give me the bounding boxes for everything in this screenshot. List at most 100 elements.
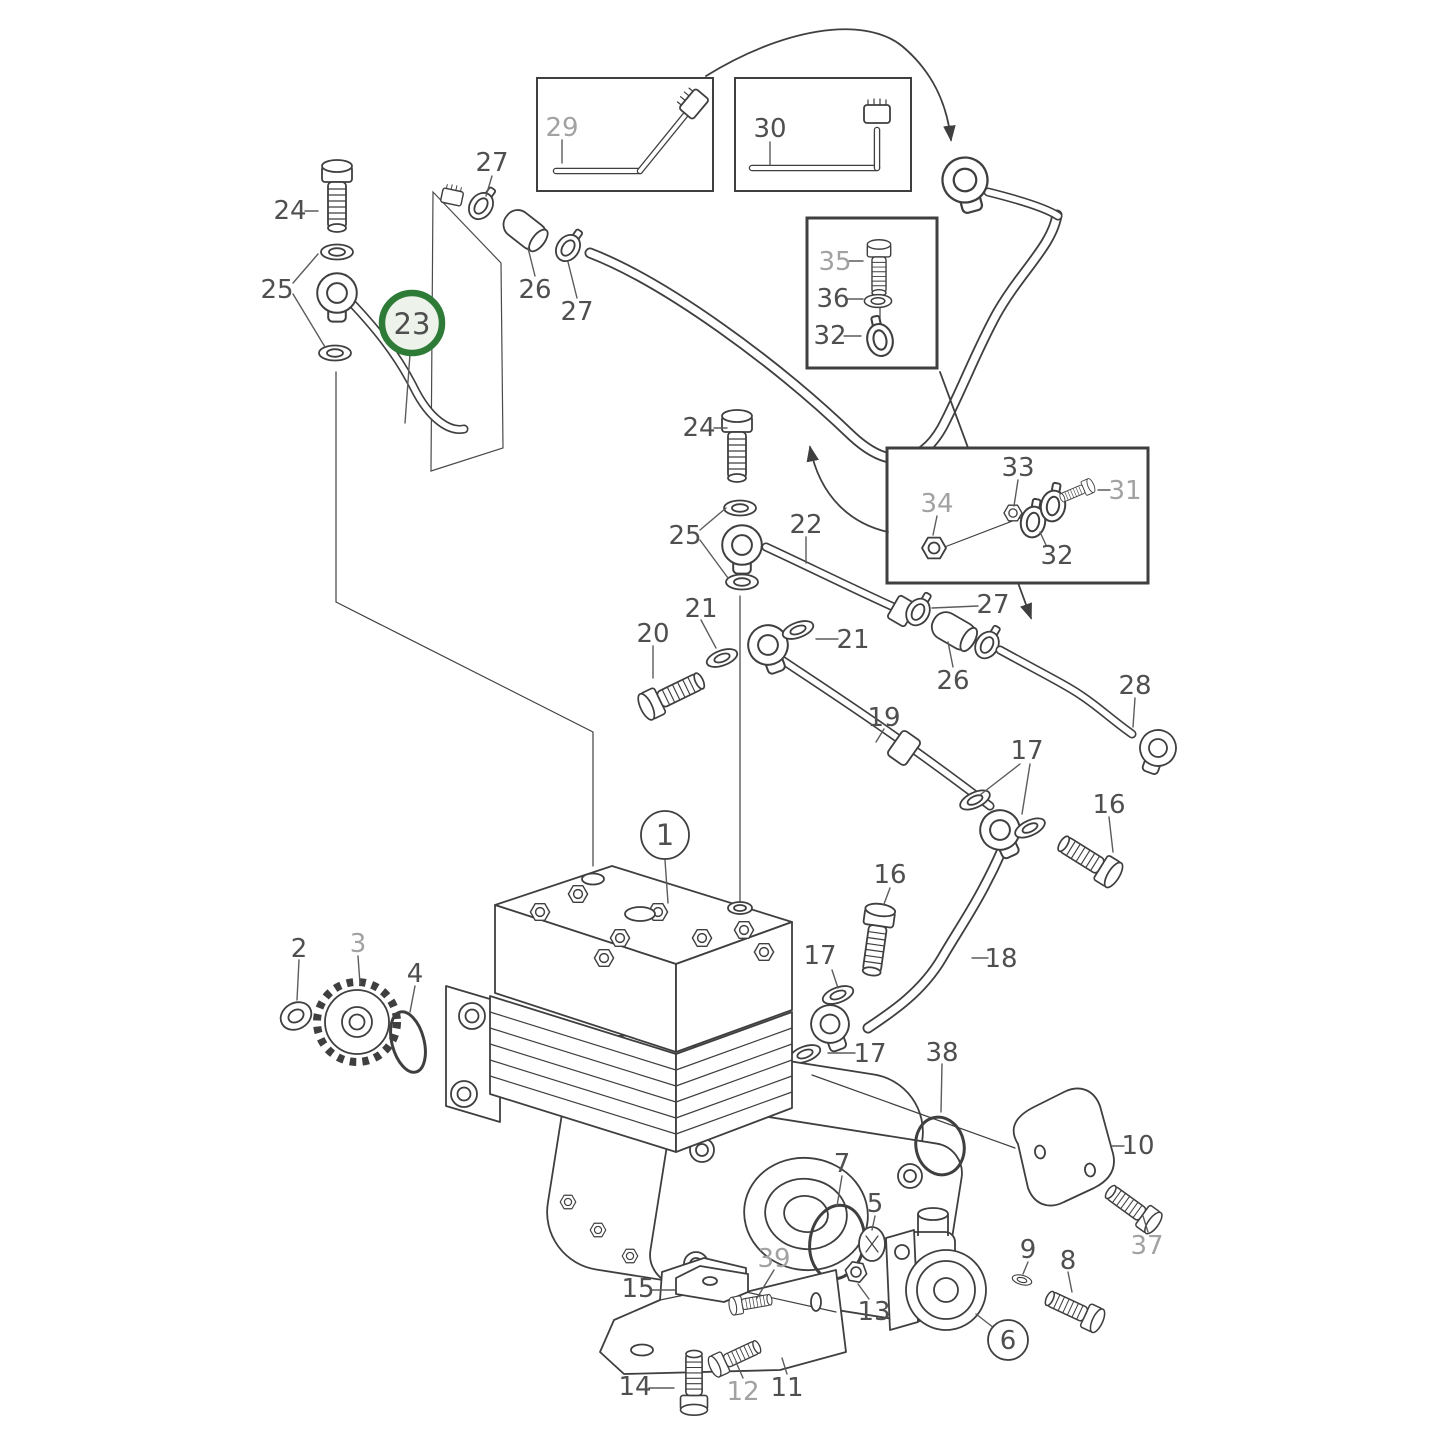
callout-35: 35 <box>818 247 851 277</box>
breather-port <box>624 906 656 922</box>
banjo-fitting-25 <box>316 272 358 323</box>
head-bolt <box>567 884 589 904</box>
callout-1: 1 <box>656 818 674 852</box>
inset-box-29 <box>536 77 714 192</box>
callout-19: 19 <box>867 703 900 733</box>
callout-10: 10 <box>1121 1131 1154 1161</box>
callout-36: 36 <box>816 284 849 314</box>
banjo-bolt-24-left-assembly <box>316 159 590 434</box>
washer-36 <box>863 293 893 309</box>
head-port-left <box>581 872 605 886</box>
callout-16-b: 16 <box>873 860 906 890</box>
callout-26-a: 26 <box>518 275 551 305</box>
valve-6 <box>885 1207 987 1331</box>
callout-34: 34 <box>920 489 953 519</box>
callout-11: 11 <box>770 1373 803 1403</box>
callout-22: 22 <box>789 510 822 540</box>
washer-21-left <box>703 644 741 672</box>
callout-24-a: 24 <box>273 196 306 226</box>
inset-box-30 <box>734 77 912 192</box>
callout-32-b: 32 <box>1040 541 1073 571</box>
head-bolt <box>529 902 551 922</box>
callout-25-b: 25 <box>668 521 701 551</box>
circled-callout-6: 6 <box>975 1313 1029 1361</box>
callout-8: 8 <box>1060 1246 1077 1276</box>
callout-12: 12 <box>726 1377 759 1407</box>
washer-17 <box>1011 813 1049 843</box>
hose-clamp-27-b <box>550 223 590 267</box>
callout-27-b: 27 <box>560 297 593 327</box>
elbow-17-16-assembly <box>862 785 1127 1034</box>
washer-25-upper <box>320 243 354 261</box>
callout-13: 13 <box>857 1297 890 1327</box>
o-ring-4 <box>389 1010 427 1074</box>
hose-26-a <box>497 203 553 257</box>
callout-21-b: 21 <box>836 625 869 655</box>
o-ring-38 <box>914 1115 966 1177</box>
drive-gear-assembly <box>279 978 427 1074</box>
detail-leader-left <box>335 371 594 867</box>
bracket-assembly <box>599 1257 847 1417</box>
head-bolt <box>753 942 775 962</box>
hose-26-b <box>926 606 982 656</box>
callout-32-a: 32 <box>813 321 846 351</box>
callout-17-a: 17 <box>1010 736 1043 766</box>
hose-clamp-27-d <box>969 620 1008 664</box>
head-bolt <box>593 948 615 968</box>
cover-plate-assembly <box>811 1074 1166 1238</box>
callout-27-a: 27 <box>475 148 508 178</box>
valve-assembly <box>808 1203 1109 1336</box>
callout-30: 30 <box>753 114 786 144</box>
callout-27-c: 27 <box>976 590 1009 620</box>
callout-21-a: 21 <box>684 594 717 624</box>
cover-plate-10 <box>1012 1087 1115 1207</box>
callout-3: 3 <box>350 929 367 959</box>
callout-33: 33 <box>1001 453 1034 483</box>
washer-25-upper <box>723 499 757 517</box>
breather-hose <box>584 187 1063 465</box>
banjo-bolt-24 <box>321 159 353 233</box>
callout-37: 37 <box>1130 1231 1163 1261</box>
callout-5: 5 <box>867 1189 884 1219</box>
compressor-body <box>445 865 963 1323</box>
head-bolt <box>691 928 713 948</box>
pipe-union-19 <box>887 730 921 766</box>
banjo-bolt-16 <box>1052 828 1127 891</box>
callout-9: 9 <box>1020 1235 1037 1265</box>
callout-23: 23 <box>394 307 431 341</box>
inset-box-35-36-32 <box>805 216 939 370</box>
head-bolt <box>609 928 631 948</box>
callout-15: 15 <box>621 1274 654 1304</box>
callout-7: 7 <box>834 1149 851 1179</box>
callout-38: 38 <box>925 1038 958 1068</box>
washer-21-right <box>779 616 817 644</box>
washer-25-lower <box>725 573 759 591</box>
callout-24-b: 24 <box>682 413 715 443</box>
inset-box-33-34-31-32 <box>885 446 1150 585</box>
callout-14: 14 <box>618 1372 651 1402</box>
callout-26-b: 26 <box>936 666 969 696</box>
callout-2: 2 <box>291 934 308 964</box>
callout-25-a: 25 <box>260 275 293 305</box>
head-bolt <box>733 920 755 940</box>
pointer-arrow-box33 <box>806 445 889 533</box>
nut-33 <box>1003 504 1023 522</box>
callout-18: 18 <box>984 944 1017 974</box>
washer-25-lower <box>318 344 352 362</box>
hose-clamp-27-a <box>463 181 503 225</box>
callout-31: 31 <box>1108 476 1141 506</box>
highlight-callout-23[interactable]: 23 <box>378 289 446 424</box>
circled-callout-1: 1 <box>640 810 690 904</box>
banjo-bolt-16 <box>855 901 897 979</box>
pointer-arrow-top <box>705 28 956 142</box>
callout-28: 28 <box>1118 671 1151 701</box>
detail-plane-outline <box>430 190 504 472</box>
crankcase-port <box>743 1156 869 1272</box>
callout-labels: 29 30 27 24 25 26 27 35 36 32 24 33 34 3… <box>260 113 1163 1407</box>
callout-20: 20 <box>636 619 669 649</box>
callout-17-c: 17 <box>853 1039 886 1069</box>
nut-34 <box>921 536 947 560</box>
banjo-fitting-25 <box>721 524 763 575</box>
banjo-bolt-24 <box>721 409 753 483</box>
